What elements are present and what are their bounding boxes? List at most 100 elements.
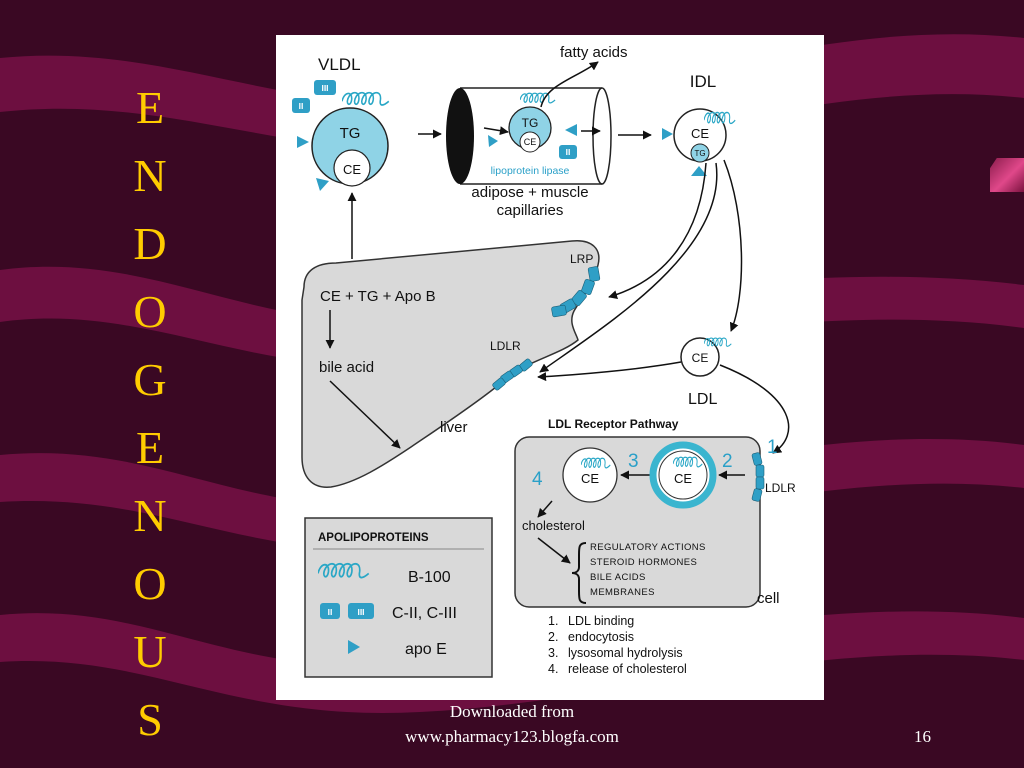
arrow-ldl-to-liver [537, 361, 682, 382]
ldl-label: LDL [688, 391, 717, 408]
receptor-icon [755, 476, 765, 490]
arrow-idl-to-ldlr [539, 162, 718, 373]
badge-label: II [566, 147, 571, 157]
apo-c-ii-badge-icon: II [559, 145, 577, 159]
effect-item: BILE ACIDS [590, 572, 646, 583]
arrow-to-effects [537, 537, 571, 564]
apo-e-triangle-icon [297, 136, 309, 148]
liver-ldlr-receptors [492, 358, 533, 391]
lipoprotein-pathway-figure: VLDL TG CE III II TG CE II lipoprotein l… [276, 35, 824, 700]
capillary-label-line1: adipose + muscle [471, 184, 588, 201]
receptor-icon [551, 304, 567, 318]
step-marker-3: 3 [628, 451, 639, 472]
arrow-idl-to-lrp [608, 162, 707, 299]
lipoprotein-lipase-label: lipoprotein lipase [491, 165, 570, 177]
step-text: lysosomal hydrolysis [568, 646, 683, 660]
vesicle-ce-label: CE [581, 471, 599, 486]
cholesterol-label: cholesterol [522, 518, 585, 533]
effect-item: STEROID HORMONES [590, 557, 697, 568]
step-text: LDL binding [568, 614, 634, 628]
receptor-icon [751, 488, 763, 502]
legend-box [304, 517, 493, 678]
vldl-ce-label: CE [343, 162, 361, 177]
endosome-inner [658, 450, 708, 500]
capillary-ce-core [519, 131, 541, 153]
step-marker-2: 2 [722, 451, 733, 472]
apo-e-triangle-icon [488, 135, 498, 147]
badge-label: III [357, 607, 364, 617]
title-letter: S [137, 694, 163, 745]
step-marker-4: 4 [532, 469, 543, 490]
capillary-opening [592, 87, 612, 185]
apo-e-triangle-icon [316, 178, 329, 191]
effects-brace [571, 542, 587, 604]
apo-c-iii-badge-icon: III [314, 80, 336, 95]
decorative-corner-shape [990, 158, 1024, 192]
arrow-ldl-to-cell [719, 364, 790, 454]
lysosome-vesicle [562, 447, 618, 503]
receptor-icon [492, 377, 506, 391]
title-letter: E [135, 422, 165, 473]
effect-item: MEMBRANES [590, 587, 655, 598]
arrow-fatty-acids [540, 61, 599, 108]
vldl-tg-label: TG [340, 125, 361, 142]
lrp-receptors [551, 266, 601, 318]
bile-acid-label: bile acid [319, 359, 374, 376]
legend-title: APOLIPOPROTEINS [318, 532, 429, 544]
ldl-ce-label: CE [692, 351, 709, 365]
title-letter: E [135, 82, 165, 133]
step-text: endocytosis [568, 630, 634, 644]
title-letter: N [133, 150, 167, 201]
footer-source-url: www.pharmacy123.blogfa.com [405, 727, 619, 746]
endosome-ce-label: CE [674, 471, 692, 486]
title-letter: U [133, 626, 167, 677]
step-number: 1. [548, 614, 558, 628]
receptor-icon [587, 266, 601, 282]
apo-c-ii-badge-icon: II [292, 98, 310, 113]
idl-tg-core [690, 143, 710, 163]
step-text: release of cholesterol [568, 662, 687, 676]
capillary-ce-label: CE [524, 137, 537, 147]
capillary-lumen [446, 88, 474, 184]
capillary-label-line2: capillaries [497, 202, 564, 219]
cell-ldlr-receptors [751, 452, 765, 502]
cell-label: cell [757, 590, 780, 607]
title-letter: O [133, 558, 167, 609]
apolipoprotein-legend: APOLIPOPROTEINS B-100 II III C-II, C-III… [304, 517, 493, 678]
lrp-label: LRP [570, 252, 593, 266]
idl-tg-label: TG [694, 149, 705, 158]
apo-e-triangle-icon [662, 128, 673, 140]
receptor-icon [581, 278, 595, 296]
apo-e-triangle-icon [348, 640, 360, 654]
step-number: 3. [548, 646, 558, 660]
idl-ce-label: CE [691, 126, 709, 141]
arrow-idl-to-ldl [723, 159, 743, 332]
fatty-acids-label: fatty acids [560, 44, 628, 61]
ldl-particle [680, 337, 720, 377]
title-letter: N [133, 490, 167, 541]
vertical-title: E N D O G E N O U S [115, 74, 185, 754]
legend-item-label: B-100 [408, 569, 451, 586]
apo-c-ii-badge-icon: II [320, 603, 340, 619]
vldl-label: VLDL [318, 55, 361, 74]
arrow-to-cholesterol [537, 500, 553, 518]
pathway-steps-list: 1. LDL binding 2. endocytosis 3. lysosom… [548, 614, 687, 676]
capillary-tg-label: TG [522, 116, 539, 130]
badge-label: II [328, 607, 333, 617]
legend-item-label: C-II, C-III [392, 605, 457, 622]
pathway-title: LDL Receptor Pathway [548, 417, 679, 431]
liver-label: liver [440, 419, 468, 436]
cell-ldlr-label: LDLR [765, 481, 796, 495]
vldl-ce-core [333, 149, 371, 187]
arrow-bile-excretion [329, 380, 401, 449]
arrow-into-lipase [483, 126, 509, 136]
title-letter: O [133, 286, 167, 337]
legend-item-label: apo E [405, 641, 447, 658]
receptor-icon [755, 464, 765, 478]
step-number: 2. [548, 630, 558, 644]
badge-label: II [299, 101, 304, 111]
title-letter: G [133, 354, 167, 405]
liver-content-label: CE + TG + Apo B [320, 288, 436, 305]
apo-e-triangle-icon [691, 166, 707, 176]
apo-e-triangle-icon [565, 124, 577, 136]
